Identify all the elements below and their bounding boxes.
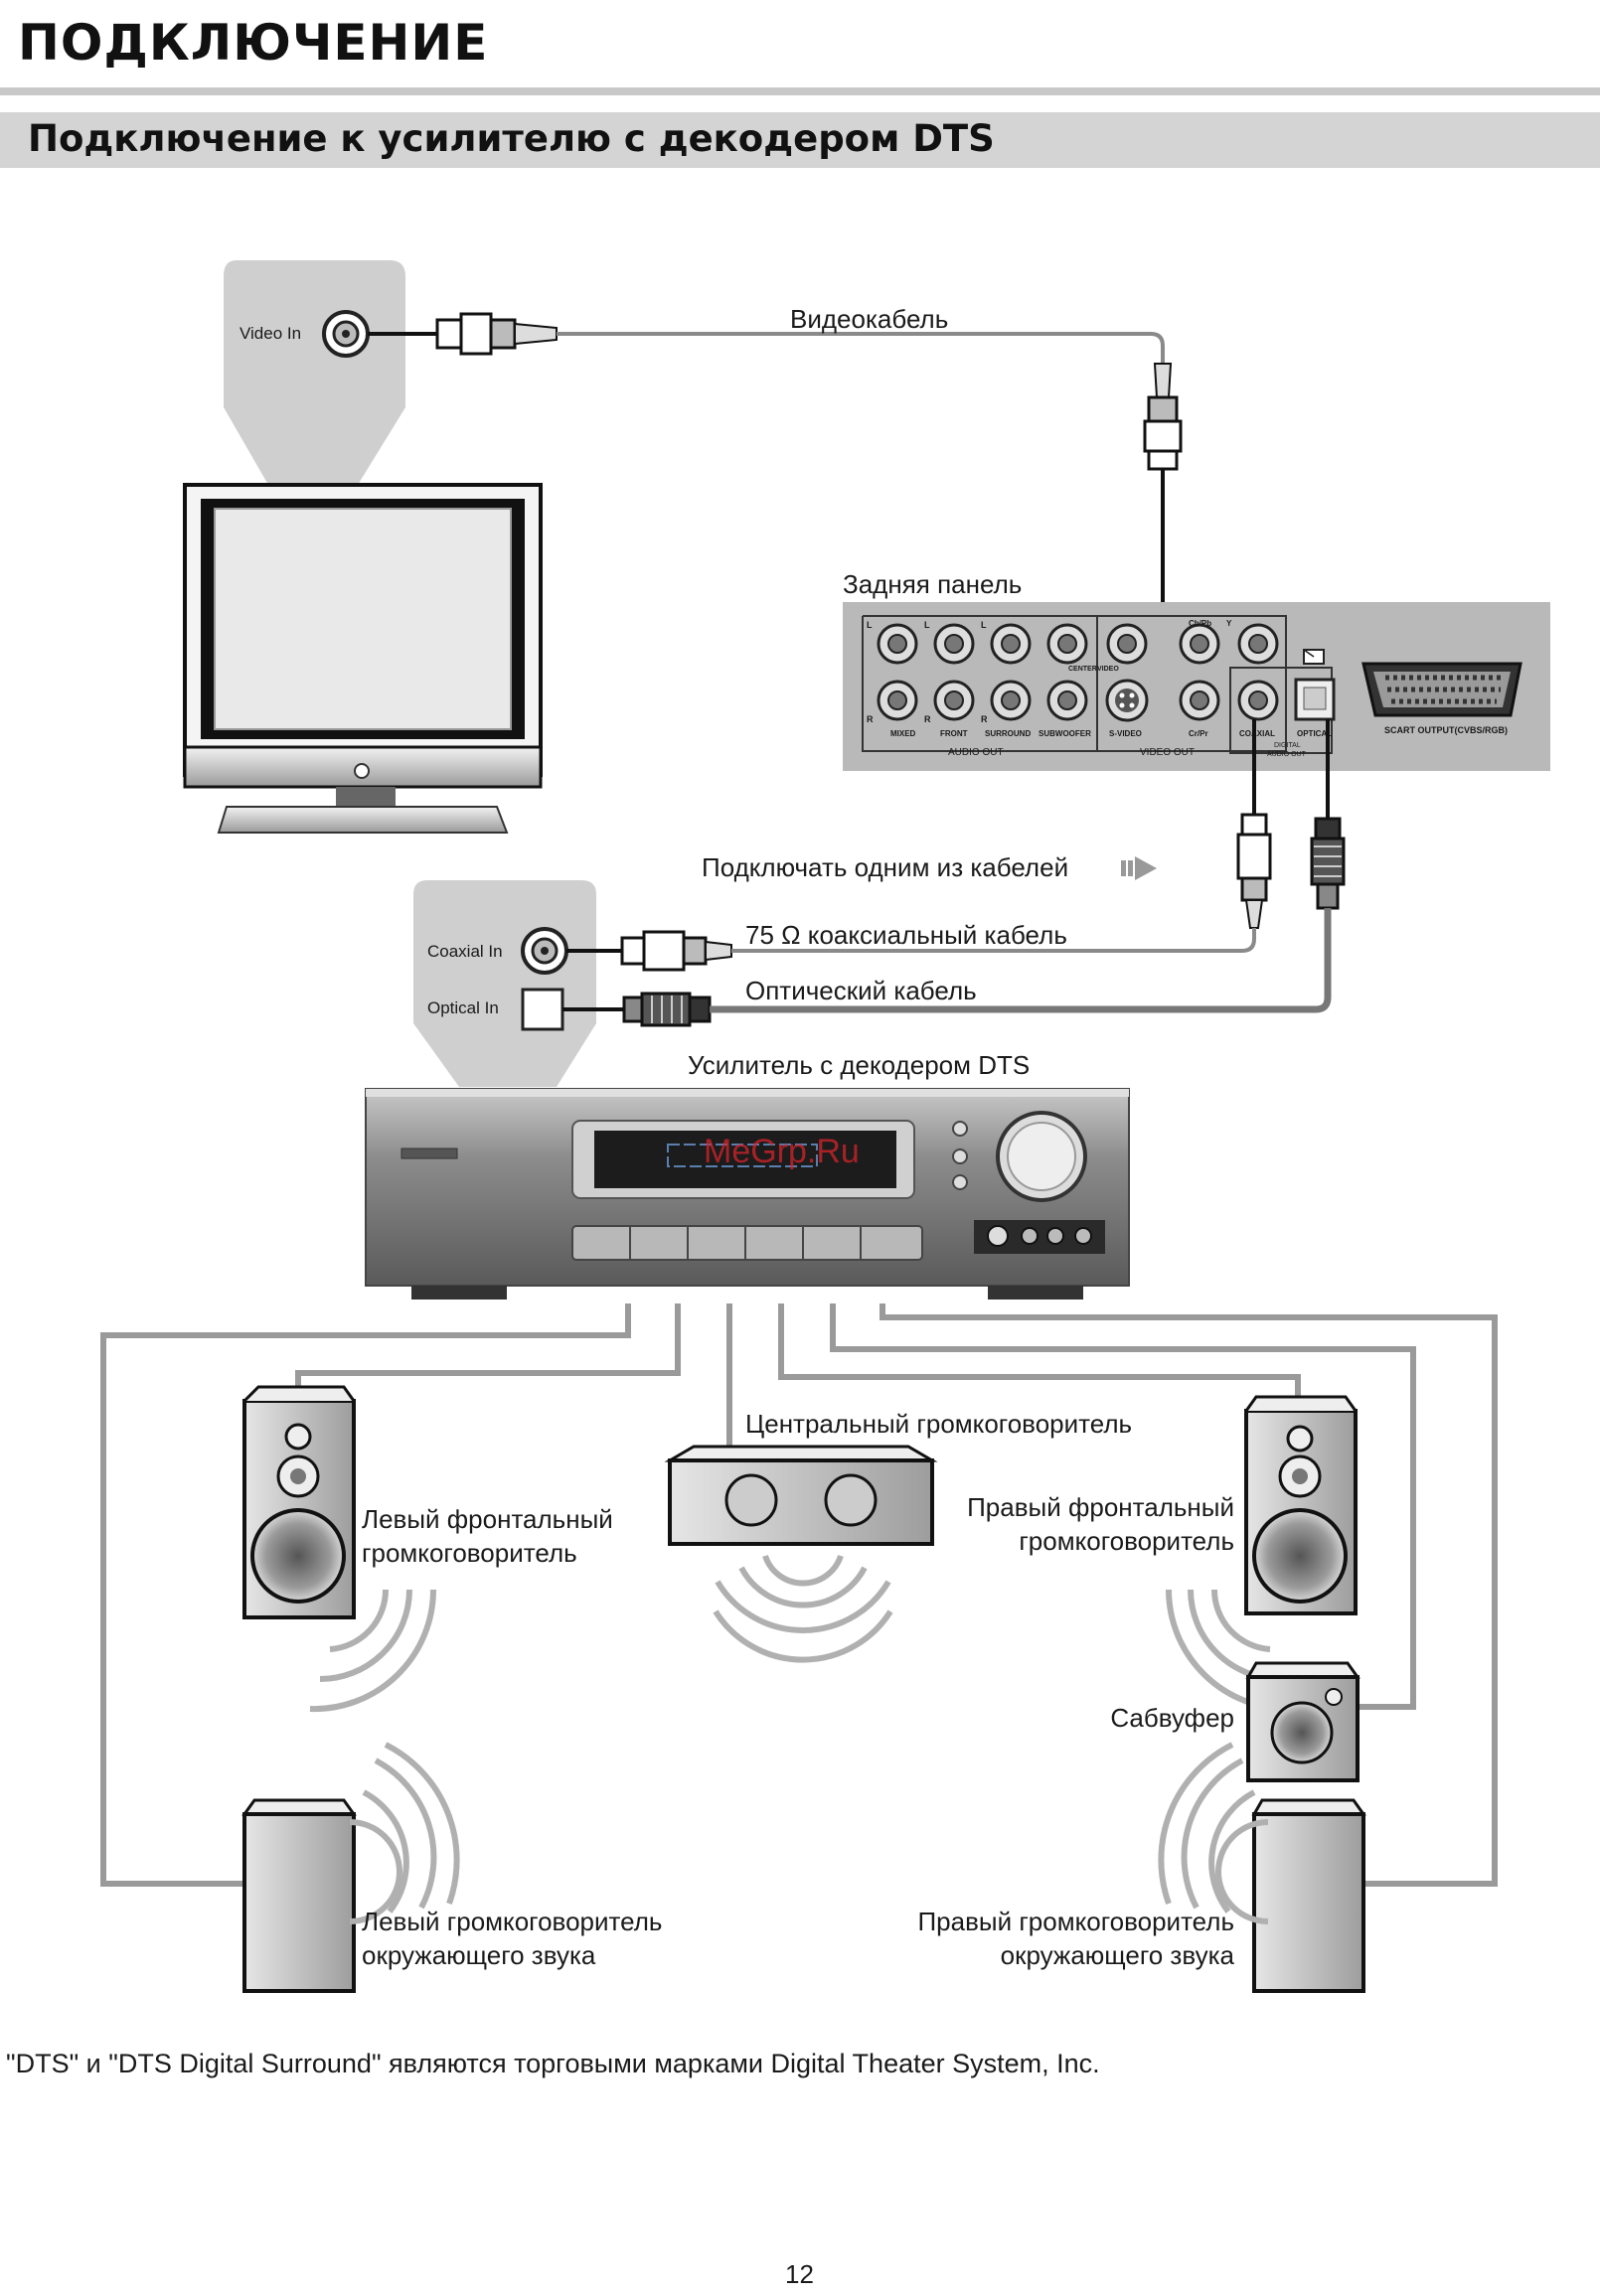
scart-label: SCART OUTPUT(CVBS/RGB) xyxy=(1384,725,1508,735)
jack-surround-r xyxy=(990,680,1032,721)
surround-left-speaker xyxy=(241,1798,357,1993)
subwoofer-label: Сабвуфер xyxy=(1110,1703,1234,1733)
jack-label-l-1: L xyxy=(867,620,873,630)
jack-label-digital: DIGITAL xyxy=(1274,742,1301,749)
jack-cr-pr xyxy=(1179,680,1220,721)
jack-label-r-1: R xyxy=(867,714,874,724)
jack-cb-pb xyxy=(1179,623,1220,665)
optical-in-jack xyxy=(521,988,564,1031)
optical-in-label: Optical In xyxy=(427,998,499,1017)
front-right-label-line1: Правый фронтальный xyxy=(967,1492,1234,1522)
video-out-group-label: VIDEO OUT xyxy=(1140,747,1195,758)
jack-mixed-l xyxy=(877,623,918,665)
front-left-speaker xyxy=(242,1385,356,1619)
front-left-sound-waves xyxy=(309,1589,436,1713)
jack-label-coaxial: COAXIAL xyxy=(1239,729,1275,738)
jack-label-center: CENTER xyxy=(1068,666,1097,673)
jack-subwoofer xyxy=(1046,680,1088,721)
page-title: ПОДКЛЮЧЕНИЕ xyxy=(18,14,489,72)
surround-right-sound-waves xyxy=(1158,1742,1269,1924)
video-cable xyxy=(368,312,1183,646)
surround-left-label-line2: окружающего звука xyxy=(362,1940,596,1970)
jack-label-r-3: R xyxy=(981,714,988,724)
center-speaker-label: Центральный громкоговоритель xyxy=(745,1409,1132,1439)
video-out-jacks xyxy=(1105,623,1279,722)
section-bar xyxy=(0,112,1600,168)
jack-label-subwoofer: SUBWOOFER xyxy=(1039,729,1091,738)
jack-label-cb-pb: Cb/Pb xyxy=(1189,619,1211,628)
video-cable-label: Видеокабель xyxy=(790,304,948,334)
section-title: Подключение к усилителю с декодером DTS xyxy=(28,117,995,160)
jack-s-video xyxy=(1105,679,1149,722)
jack-label-r-2: R xyxy=(924,714,931,724)
coaxial-cable-vertical xyxy=(1236,719,1272,929)
jack-label-optical: OPTICAL xyxy=(1297,729,1332,738)
front-left-label-line2: громкоговоритель xyxy=(362,1538,577,1568)
subwoofer xyxy=(1245,1661,1360,1782)
scart-connector xyxy=(1361,662,1522,717)
rear-panel-title: Задняя панель xyxy=(843,569,1022,599)
jack-label-cr-pr: Cr/Pr xyxy=(1189,729,1208,738)
coaxial-in-jack xyxy=(521,927,568,975)
surround-left-sound-waves xyxy=(349,1742,460,1924)
trademark-note: "DTS" и "DTS Digital Surround" являются … xyxy=(6,2049,1100,2078)
jack-y xyxy=(1237,623,1279,665)
jack-optical-out xyxy=(1294,678,1336,721)
surround-right-speaker xyxy=(1251,1798,1366,1993)
jack-center xyxy=(1046,623,1088,665)
amplifier-input-panel xyxy=(413,880,596,1087)
jack-front-r xyxy=(933,680,975,721)
optical-cable-vertical xyxy=(1310,719,1346,910)
jack-label-surround: SURROUND xyxy=(985,729,1031,738)
jack-label-y: Y xyxy=(1226,619,1232,628)
front-right-label-line2: громкоговоритель xyxy=(1019,1526,1234,1556)
watermark: MeGrp.Ru xyxy=(704,1133,860,1170)
amplifier-title: Усилитель с декодером DTS xyxy=(688,1050,1030,1080)
jack-surround-l xyxy=(990,623,1032,665)
surround-left-label-line1: Левый громкоговоритель xyxy=(362,1907,662,1936)
title-divider xyxy=(0,87,1600,95)
front-right-speaker xyxy=(1244,1395,1358,1615)
coaxial-in-label: Coaxial In xyxy=(427,942,503,961)
connect-one-of-cables-label: Подключать одним из кабелей xyxy=(702,852,1068,882)
laser-warning-icon xyxy=(1303,649,1325,665)
jack-label-video: VIDEO xyxy=(1097,666,1119,673)
arrow-right-icon xyxy=(1121,856,1157,880)
video-in-jack xyxy=(322,310,370,358)
jack-label-digital-audio-out: AUDIO OUT xyxy=(1267,751,1307,758)
center-sound-waves xyxy=(713,1554,893,1663)
coaxial-cable-horizontal xyxy=(566,928,1256,972)
jack-label-l-2: L xyxy=(924,620,930,630)
coaxial-cable-label: 75 Ω коаксиальный кабель xyxy=(745,920,1067,950)
jack-label-l-3: L xyxy=(981,620,987,630)
optical-cable-horizontal xyxy=(562,908,1332,1027)
dts-amplifier xyxy=(365,1088,1130,1300)
jack-coaxial-out xyxy=(1237,680,1279,721)
surround-right-label-line1: Правый громкоговоритель xyxy=(917,1907,1234,1936)
digital-audio-out-jacks xyxy=(1237,649,1336,721)
front-left-label-line1: Левый фронтальный xyxy=(362,1504,613,1534)
surround-right-label-line2: окружающего звука xyxy=(1001,1940,1235,1970)
center-speaker xyxy=(664,1445,938,1546)
audio-out-jacks xyxy=(877,623,1088,721)
optical-cable-label: Оптический кабель xyxy=(745,976,977,1005)
audio-out-group-label: AUDIO OUT xyxy=(948,747,1004,758)
page-number: 12 xyxy=(785,2259,814,2289)
jack-mixed-r xyxy=(877,680,918,721)
jack-video xyxy=(1106,623,1148,665)
jack-front-l xyxy=(933,623,975,665)
jack-label-mixed: MIXED xyxy=(890,729,916,738)
connection-diagram: Video In Видеокабель Задняя панель xyxy=(100,260,1550,1993)
jack-label-s-video: S-VIDEO xyxy=(1109,729,1142,738)
video-in-label: Video In xyxy=(240,324,301,343)
jack-label-front: FRONT xyxy=(940,729,968,738)
